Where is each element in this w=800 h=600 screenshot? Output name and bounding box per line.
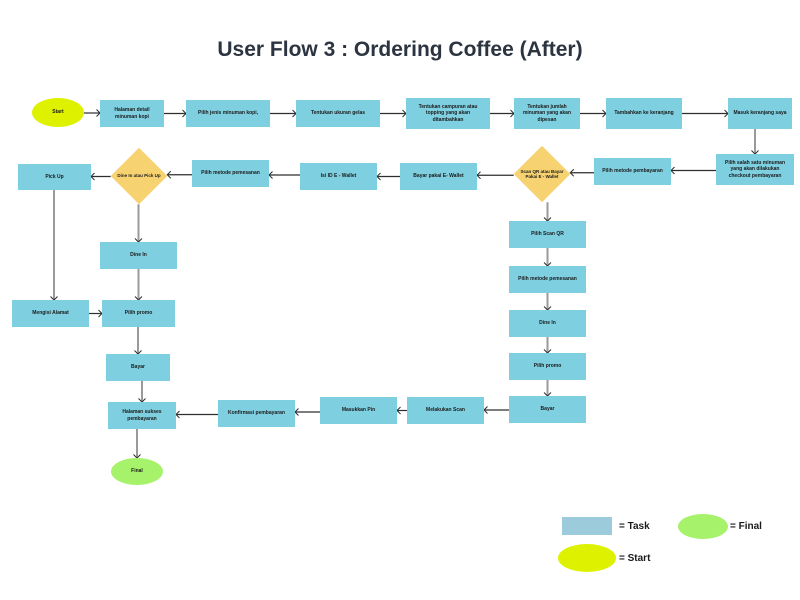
- edge-dinein-or-pickup-to-dine-in-1: [134, 204, 143, 243]
- node-label: Mengisi Alamat: [32, 310, 69, 317]
- task-node-mengisi-alamat: Mengisi Alamat: [12, 300, 89, 327]
- edge-isi-id-ewallet-to-metode-pemesanan-1: [268, 171, 300, 179]
- node-label: Dine In: [130, 252, 147, 259]
- node-label: Halaman detail minuman kopi: [114, 107, 150, 120]
- node-label: Bayar: [131, 364, 145, 371]
- task-node-bayar-1: Bayar: [106, 354, 170, 381]
- node-label: Pilih metode pemesanan: [518, 276, 577, 283]
- node-label: Final: [131, 468, 143, 475]
- edge-scan-or-wallet-to-bayar-ewallet: [476, 171, 514, 180]
- task-node-ukuran-gelas: Tentukan ukuran gelas: [296, 100, 380, 127]
- node-label: Pilih salah satu minuman yang akan dilak…: [724, 160, 785, 179]
- task-node-metode-pemesanan-2: Pilih metode pemesanan: [509, 266, 586, 293]
- task-node-campuran-topping: Tentukan campuran atau topping yang akan…: [406, 98, 490, 129]
- edge-dine-in-2-to-pilih-promo-2: [543, 337, 552, 354]
- edge-campuran-topping-to-jumlah-minuman: [490, 109, 515, 118]
- edge-jumlah-minuman-to-tambahkan-keranjang: [580, 109, 607, 118]
- edge-pick-up-to-mengisi-alamat: [50, 190, 58, 301]
- task-node-dine-in-1: Dine In: [100, 242, 177, 269]
- edge-tambahkan-keranjang-to-masuk-keranjang: [682, 109, 729, 118]
- node-label: Pilih metode pemesanan: [201, 170, 260, 177]
- edge-dinein-or-pickup-to-pick-up: [90, 172, 111, 181]
- node-label: Tentukan campuran atau topping yang akan…: [418, 104, 478, 123]
- task-node-pilih-promo-1: Pilih promo: [102, 300, 175, 327]
- task-node-bayar-2: Bayar: [509, 396, 586, 423]
- node-label: Pilih jenis minuman kopi,: [197, 110, 258, 117]
- node-label: Pilih promo: [124, 310, 153, 317]
- node-label: Halaman sukses pembayaran: [122, 409, 162, 422]
- node-label: Masukkan Pin: [341, 407, 376, 414]
- edge-halaman-detail-to-pilih-jenis: [164, 109, 187, 118]
- node-label: Start: [52, 109, 64, 116]
- edge-pilih-checkout-to-metode-pembayaran: [670, 166, 716, 175]
- task-node-pilih-scan-qr: Pilih Scan QR: [509, 221, 586, 248]
- task-node-masuk-keranjang: Masuk keranjang saya: [728, 98, 792, 129]
- node-label: Dine In: [539, 320, 556, 327]
- edge-pilih-scan-qr-to-metode-pemesanan-2: [543, 248, 552, 267]
- legend-task-label: = Task: [619, 521, 650, 532]
- node-label: Bayar pakai E- Wallet: [413, 173, 464, 180]
- edge-bayar-2-to-melakukan-scan: [483, 406, 509, 414]
- node-label: Tentukan jumlah minuman yang akan dipesa…: [522, 104, 572, 123]
- edge-bayar-ewallet-to-isi-id-ewallet: [376, 172, 400, 181]
- node-label: Masuk keranjang saya: [733, 110, 787, 117]
- edge-mengisi-alamat-to-pilih-promo-1: [89, 309, 103, 318]
- node-label: Pilih Scan QR: [531, 231, 564, 238]
- task-node-tambahkan-keranjang: Tambahkan ke keranjang: [606, 98, 682, 129]
- task-node-pilih-promo-2: Pilih promo: [509, 353, 586, 380]
- legend-task-swatch: [562, 517, 612, 535]
- final-node-final: Final: [111, 458, 163, 485]
- edge-masukkan-pin-to-konfirmasi: [294, 408, 320, 416]
- edge-pilih-jenis-to-ukuran-gelas: [270, 109, 297, 118]
- decision-label: Scan QR atau Bayar Pakai E - Wallet: [520, 168, 564, 179]
- edge-dine-in-1-to-pilih-promo-1: [134, 269, 143, 301]
- task-node-konfirmasi: Konfirmasi pembayaran: [218, 400, 295, 427]
- node-label: Konfirmasi pembayaran: [228, 410, 285, 417]
- node-label: Tentukan ukuran gelas: [310, 110, 366, 117]
- edge-ukuran-gelas-to-campuran-topping: [380, 109, 407, 118]
- decision-label: Dine In atau Pick Up: [117, 173, 161, 179]
- task-node-masukkan-pin: Masukkan Pin: [320, 397, 397, 424]
- node-label: Pilih promo: [533, 363, 562, 370]
- edge-masuk-keranjang-to-pilih-checkout: [751, 129, 759, 155]
- edge-start-to-halaman-detail: [84, 109, 101, 117]
- task-node-halaman-detail: Halaman detail minuman kopi: [100, 100, 164, 127]
- task-node-dine-in-2: Dine In: [509, 310, 586, 337]
- task-node-pilih-checkout: Pilih salah satu minuman yang akan dilak…: [716, 154, 794, 185]
- edge-metode-pemesanan-2-to-dine-in-2: [543, 293, 552, 311]
- edge-metode-pembayaran-to-scan-or-wallet: [569, 168, 594, 177]
- legend-start-swatch: [558, 544, 616, 572]
- task-node-halaman-sukses: Halaman sukses pembayaran: [108, 402, 176, 429]
- node-label: Pick Up: [45, 173, 64, 180]
- edge-metode-pemesanan-1-to-dinein-or-pickup: [166, 170, 192, 179]
- edge-pilih-promo-2-to-bayar-2: [543, 380, 552, 397]
- edge-bayar-1-to-halaman-sukses: [138, 381, 146, 403]
- node-label: Pilih metode pembayaran: [602, 168, 663, 175]
- legend-final-swatch: [678, 514, 728, 539]
- task-node-bayar-ewallet: Bayar pakai E- Wallet: [400, 163, 477, 190]
- node-label: Melakukan Scan: [426, 407, 465, 414]
- edge-scan-or-wallet-to-pilih-scan-qr: [543, 202, 552, 222]
- task-node-pilih-jenis: Pilih jenis minuman kopi,: [186, 100, 270, 127]
- task-node-metode-pembayaran: Pilih metode pembayaran: [594, 158, 671, 185]
- task-node-isi-id-ewallet: Isi ID E - Wallet: [300, 163, 377, 190]
- task-node-pick-up: Pick Up: [18, 164, 91, 190]
- edge-melakukan-scan-to-masukkan-pin: [396, 406, 407, 415]
- node-label: Tambahkan ke keranjang: [614, 110, 674, 117]
- diagram-title: User Flow 3 : Ordering Coffee (After): [217, 38, 583, 61]
- edge-pilih-promo-1-to-bayar-1: [134, 327, 142, 355]
- edge-konfirmasi-to-halaman-sukses: [175, 410, 218, 419]
- legend-start-label: = Start: [619, 553, 651, 564]
- task-node-metode-pemesanan-1: Pilih metode pemesanan: [192, 160, 269, 187]
- edge-halaman-sukses-to-final: [133, 429, 141, 459]
- node-label: Isi ID E - Wallet: [320, 173, 357, 180]
- legend-final-label: = Final: [730, 521, 762, 532]
- node-label: Bayar: [540, 406, 555, 413]
- task-node-jumlah-minuman: Tentukan jumlah minuman yang akan dipesa…: [514, 98, 580, 129]
- start-node-start: Start: [32, 98, 84, 127]
- task-node-melakukan-scan: Melakukan Scan: [407, 397, 484, 424]
